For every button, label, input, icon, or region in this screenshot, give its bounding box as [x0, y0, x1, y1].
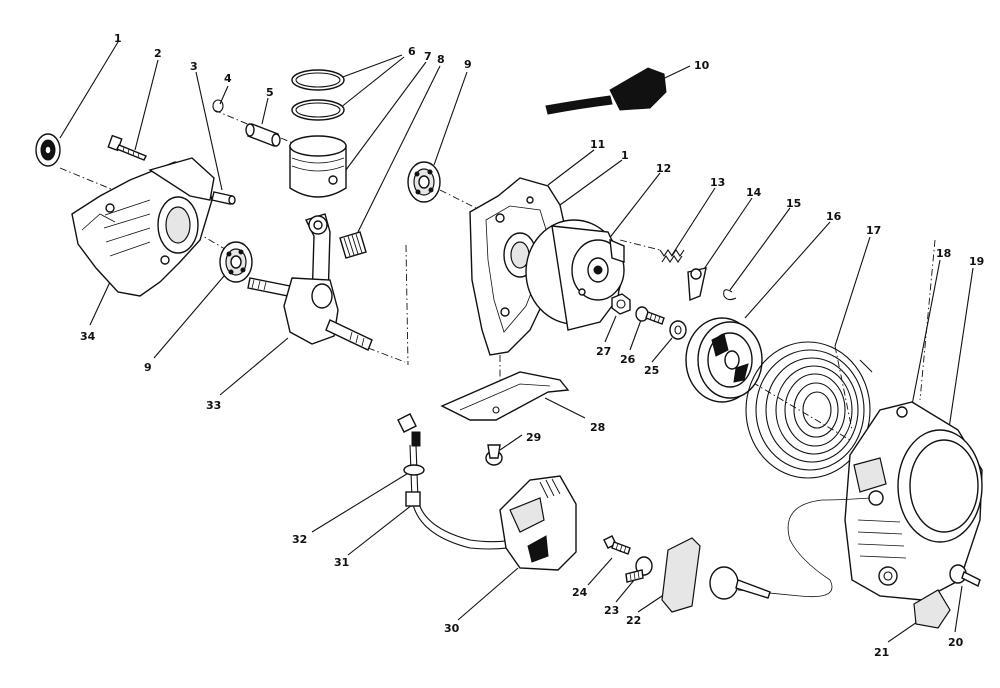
callout-c18: 18 — [936, 247, 951, 260]
starter-pulley — [685, 317, 763, 403]
callout-c16: 16 — [826, 210, 842, 223]
callout-c19: 19 — [969, 255, 984, 268]
ignition-coil-screw — [603, 535, 631, 555]
crankshaft-connecting-rod — [247, 213, 373, 351]
callout-c30: 30 — [444, 622, 460, 635]
callout-c21: 21 — [874, 646, 889, 659]
wire-grommet — [403, 464, 425, 476]
mounting-bracket — [440, 371, 570, 421]
callout-c9a: 9 — [464, 58, 472, 71]
pawl-retaining-clip — [723, 289, 737, 301]
callout-c27: 27 — [596, 345, 611, 358]
crankcase-screw — [107, 134, 147, 161]
flywheel-nut — [611, 293, 631, 315]
needle-bearing — [339, 231, 367, 259]
starter-washer — [669, 320, 687, 340]
callout-c14: 14 — [746, 186, 762, 199]
piston-rings — [291, 69, 345, 121]
handle-screw — [625, 556, 653, 583]
callout-c3: 3 — [190, 60, 198, 73]
callout-c2: 2 — [154, 47, 162, 60]
callout-c24: 24 — [572, 586, 588, 599]
callout-c33: 33 — [206, 399, 221, 412]
callout-c1a: 1 — [114, 32, 122, 45]
callout-c17: 17 — [866, 224, 881, 237]
ignition-coil — [499, 475, 577, 571]
callout-c28: 28 — [590, 421, 605, 434]
right-crankcase-half — [469, 177, 567, 356]
wire-clip — [405, 491, 421, 507]
bearing-main-left — [219, 241, 253, 283]
callout-c15: 15 — [786, 197, 801, 210]
callout-c7: 7 — [424, 50, 432, 63]
spark-plug-boot — [545, 67, 667, 115]
callout-c20: 20 — [948, 636, 964, 649]
housing-screw — [949, 564, 981, 587]
callout-c22: 22 — [626, 614, 641, 627]
callout-c25: 25 — [644, 364, 659, 377]
bearing-left — [35, 133, 61, 167]
callout-c29: 29 — [526, 431, 541, 444]
flywheel — [525, 219, 625, 331]
starter-pawl — [687, 267, 707, 302]
pawl-spring — [659, 249, 685, 263]
callout-c32: 32 — [292, 533, 307, 546]
callout-c6: 6 — [408, 45, 416, 58]
callout-c12: 12 — [656, 162, 671, 175]
callout-c31: 31 — [334, 556, 349, 569]
bracket-screw — [485, 444, 503, 466]
callout-c13: 13 — [710, 176, 725, 189]
starter-handle — [661, 537, 771, 613]
recoil-spring — [745, 341, 873, 479]
callout-c23: 23 — [604, 604, 619, 617]
bearing-main-right — [407, 161, 441, 203]
piston — [289, 135, 347, 198]
starter-pulley-screw — [635, 306, 665, 325]
piston-pin — [245, 123, 281, 147]
callout-c11: 11 — [590, 138, 605, 151]
dowel-pin — [211, 191, 236, 205]
callout-c4: 4 — [224, 72, 232, 85]
piston-pin-circlip — [212, 99, 224, 113]
callout-c10: 10 — [694, 59, 710, 72]
callout-c9b: 9 — [144, 361, 152, 374]
leader-lines — [59, 41, 974, 643]
starter-rope — [737, 497, 871, 598]
callout-c34: 34 — [80, 330, 96, 343]
starter-housing — [844, 401, 983, 601]
callout-c8: 8 — [437, 53, 445, 66]
housing-cover-plate — [913, 589, 951, 629]
left-crankcase-half — [71, 157, 215, 297]
callout-labels: 1 2 3 4 5 6 7 8 9 10 11 1 12 13 14 15 16… — [80, 32, 984, 659]
callout-c1b: 1 — [621, 149, 629, 162]
callout-c26: 26 — [620, 353, 636, 366]
callout-c5: 5 — [266, 86, 274, 99]
